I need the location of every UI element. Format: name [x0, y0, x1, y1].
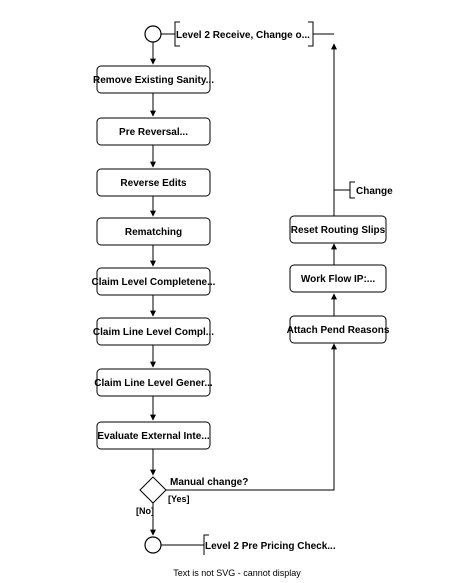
- right-step-reset: Reset Routing Slips: [289, 215, 387, 244]
- footer-text: Text is not SVG - cannot display: [173, 568, 301, 578]
- left-step-2: Reverse Edits: [96, 168, 211, 197]
- svg-text:Rematching: Rematching: [125, 227, 182, 238]
- change-label: Change: [356, 186, 393, 197]
- left-step-7: Evaluate External Inte...: [96, 421, 211, 450]
- note-bottom-text: Level 2 Pre Pricing Check...: [205, 541, 336, 552]
- note-bracket-bottom: [203, 534, 209, 555]
- svg-text:Work Flow IP:...: Work Flow IP:...: [301, 274, 375, 285]
- left-step-6: Claim Line Level Gener...: [94, 368, 213, 397]
- start-node: [144, 25, 162, 43]
- left-step-4: Claim Level Completene...: [92, 267, 216, 296]
- no-label: [No]: [136, 506, 154, 516]
- left-step-5: Claim Line Level Compl...: [93, 317, 214, 346]
- right-step-workflow: Work Flow IP:...: [289, 264, 387, 293]
- right-step-attach: Attach Pend Reasons: [287, 315, 390, 344]
- svg-text:Claim Level Completene...: Claim Level Completene...: [92, 277, 216, 288]
- svg-text:Pre Reversal...: Pre Reversal...: [119, 127, 188, 138]
- svg-text:Reverse Edits: Reverse Edits: [120, 178, 187, 189]
- svg-text:Evaluate External Inte...: Evaluate External Inte...: [97, 431, 209, 442]
- left-step-1: Pre Reversal...: [96, 117, 211, 146]
- svg-text:Remove Existing Sanity...: Remove Existing Sanity...: [93, 75, 214, 86]
- note-top-text: Level 2 Receive, Change o...: [176, 30, 310, 41]
- change-bracket: [349, 181, 355, 199]
- left-step-3: Rematching: [96, 217, 211, 246]
- decision-node: [139, 476, 167, 504]
- decision-label: Manual change?: [170, 477, 248, 488]
- yes-branch: [166, 343, 337, 491]
- svg-text:Reset Routing Slips: Reset Routing Slips: [291, 225, 386, 236]
- yes-label: [Yes]: [168, 494, 190, 504]
- svg-text:Attach Pend Reasons: Attach Pend Reasons: [287, 325, 390, 336]
- svg-text:Claim Line Level Gener...: Claim Line Level Gener...: [94, 378, 213, 389]
- left-step-0: Remove Existing Sanity...: [93, 65, 214, 94]
- svg-text:Claim Line Level Compl...: Claim Line Level Compl...: [93, 327, 214, 338]
- end-node: [144, 536, 162, 554]
